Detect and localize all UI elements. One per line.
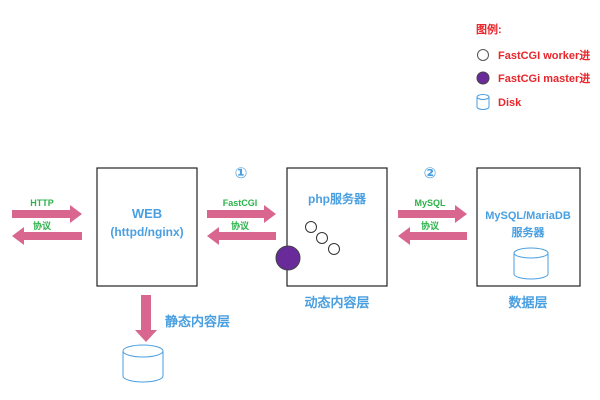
legend-disk-label: Disk [498,97,522,109]
php-master-icon [275,245,301,271]
db-disk-icon [513,247,549,280]
http-left-arrow [12,227,82,245]
php-server-box [286,167,388,287]
php-worker-icon [316,232,328,244]
php-worker-icon [328,243,340,255]
php-server-title: php服务器 [308,191,367,206]
legend-worker-icon [477,49,489,61]
http-label: HTTP [30,198,54,208]
static-disk-icon [122,344,164,383]
legend-title: 图例: [476,22,502,36]
legend-master-label: FastCGi master进 [498,71,590,85]
web-server-title: WEB [132,206,162,221]
mysql-protocol-label: 协议 [421,220,440,231]
http-protocol-label: 协议 [33,220,52,231]
mysql-step-marker: ② [424,165,437,182]
legend-master-icon [476,71,490,85]
fastcgi-right-arrow [207,205,276,223]
db-server-title: MySQL/MariaDB [485,210,571,222]
db-server-subtitle: 服务器 [512,225,546,239]
legend-worker-label: FastCGI worker进 [498,48,590,62]
php-worker-icon [305,221,317,233]
fastcgi-protocol-label: 协议 [231,220,250,231]
http-right-arrow [12,205,82,223]
web-server-subtitle: (httpd/nginx) [110,225,183,239]
static-down-arrow [135,295,157,342]
legend-disk-icon [476,94,490,110]
data-layer-label: 数据层 [508,295,547,310]
static-layer-label: 静态内容层 [165,314,230,329]
web-server-box [96,167,198,287]
mysql-right-arrow [398,205,467,223]
dynamic-layer-label: 动态内容层 [304,295,369,310]
mysql-label: MySQL [414,198,446,208]
fastcgi-step-marker: ① [235,165,248,182]
fastcgi-left-arrow [207,227,276,245]
mysql-left-arrow [398,227,467,245]
fastcgi-label: FastCGI [223,198,258,208]
